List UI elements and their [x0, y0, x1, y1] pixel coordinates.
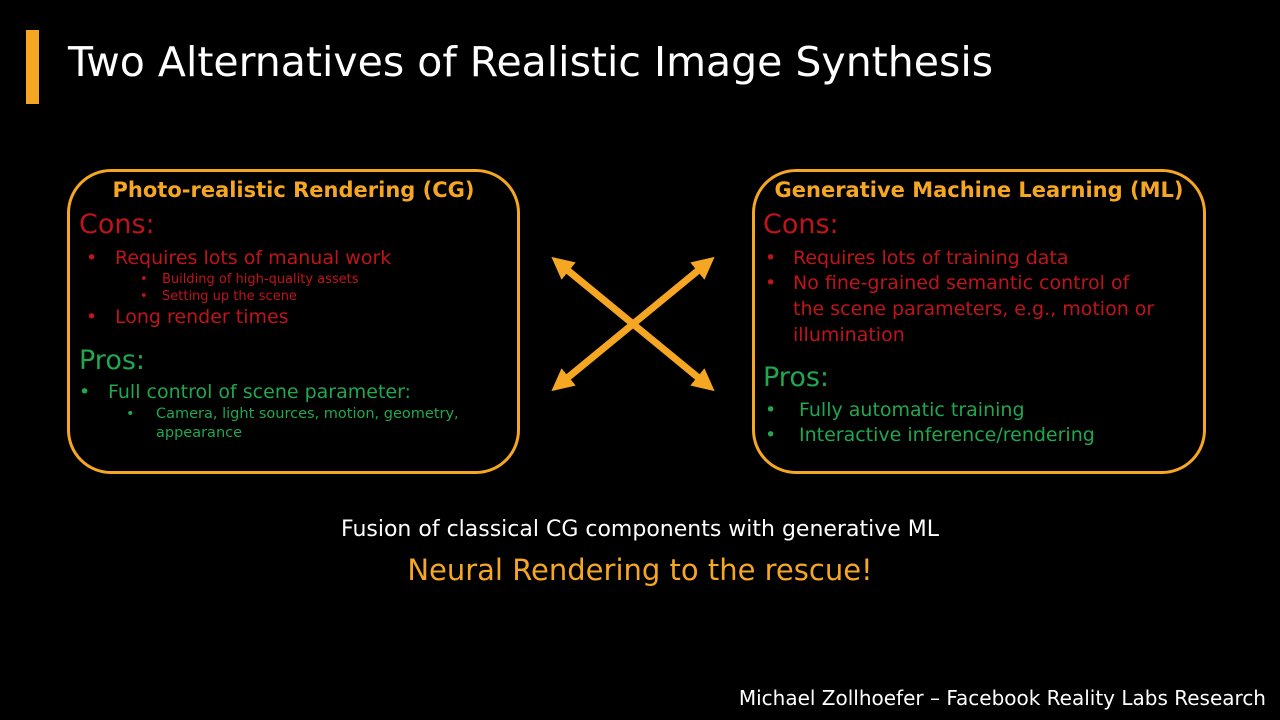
cg-pro-subitem: Camera, light sources, motion, geometry,	[156, 406, 459, 422]
cg-pros-heading: Pros:	[79, 345, 145, 376]
fusion-statement: Fusion of classical CG components with g…	[341, 517, 939, 542]
bullet-dot: •	[765, 272, 777, 294]
ml-con-item-continued: the scene parameters, e.g., motion or	[793, 298, 1155, 320]
cg-pro-item: Full control of scene parameter:	[108, 381, 411, 403]
cg-pro-subitem-continued: appearance	[156, 425, 243, 441]
cg-con-item: Long render times	[115, 306, 289, 328]
bullet-dot: •	[126, 406, 135, 422]
cg-con-subitem: Setting up the scene	[162, 289, 297, 304]
neural-rendering-tagline: Neural Rendering to the rescue!	[407, 553, 873, 587]
cg-cons-heading: Cons:	[79, 209, 155, 240]
bullet-dot: •	[79, 381, 91, 403]
ml-con-item: No fine-grained semantic control of	[793, 272, 1130, 294]
ml-cons-heading: Cons:	[763, 209, 839, 240]
ml-pros-heading: Pros:	[763, 362, 829, 393]
slide-title: Two Alternatives of Realistic Image Synt…	[68, 38, 994, 86]
bullet-dot: •	[86, 306, 98, 328]
ml-con-item: Requires lots of training data	[793, 247, 1069, 269]
ml-pro-item: Interactive inference/rendering	[799, 424, 1095, 446]
cg-con-item: Requires lots of manual work	[115, 247, 392, 269]
bullet-dot: •	[86, 247, 98, 269]
ml-con-item-continued: illumination	[793, 324, 905, 346]
cg-con-subitem: Building of high-quality assets	[162, 272, 359, 287]
ml-generative-box: Generative Machine Learning (ML) Cons: •…	[752, 169, 1206, 474]
ml-pro-item: Fully automatic training	[799, 399, 1025, 421]
cg-box-title: Photo-realistic Rendering (CG)	[112, 178, 475, 202]
bullet-dot: •	[765, 424, 777, 446]
bullet-dot: •	[140, 272, 148, 287]
ml-box-title: Generative Machine Learning (ML)	[774, 178, 1184, 202]
bullet-dot: •	[140, 289, 148, 304]
bullet-dot: •	[765, 399, 777, 421]
cg-rendering-box: Photo-realistic Rendering (CG) Cons: • R…	[67, 169, 520, 474]
bullet-dot: •	[765, 247, 777, 269]
crossed-double-arrows-icon	[551, 256, 715, 392]
title-accent-bar	[26, 30, 39, 104]
author-footer: Michael Zollhoefer – Facebook Reality La…	[738, 686, 1266, 710]
